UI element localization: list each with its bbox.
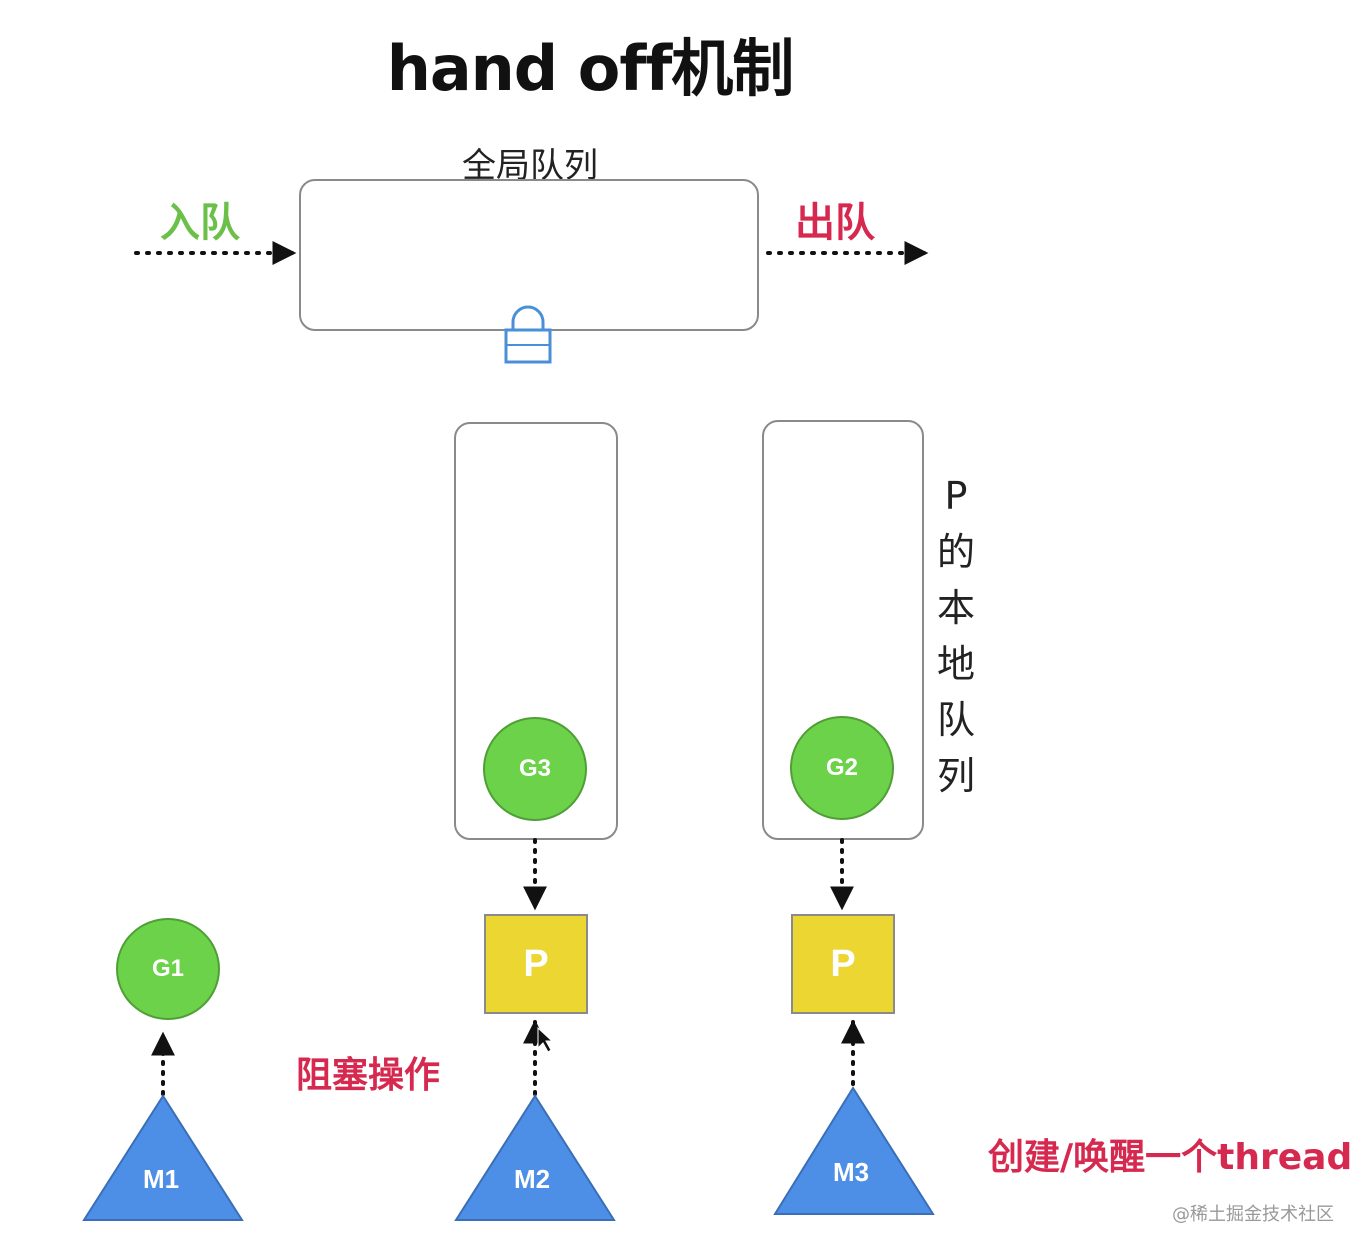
- cursor-icon: [537, 1026, 554, 1053]
- dequeue-label: 出队: [795, 200, 875, 246]
- local-queue-label-char: 队: [936, 698, 975, 742]
- blocking-annotation: 阻塞操作: [296, 1055, 441, 1096]
- thread-m2-label: M2: [514, 1164, 551, 1194]
- thread-m3-label: M3: [833, 1157, 870, 1187]
- local-queue-label-char: 本: [936, 586, 975, 630]
- diagram-title: hand off机制: [386, 32, 795, 105]
- local-queue-label-char: 的: [936, 530, 975, 574]
- goroutine-g1: G1: [116, 918, 220, 1020]
- goroutine-g2: G2: [790, 716, 894, 820]
- local-queue-label-char: P: [944, 474, 968, 518]
- goroutine-g3: G3: [483, 717, 587, 821]
- lock-icon: [504, 305, 552, 364]
- thread-m1-label: M1: [143, 1164, 180, 1194]
- thread-m3-shape: [773, 1086, 935, 1215]
- create-thread-annotation: 创建/唤醒一个thread: [988, 1137, 1353, 1178]
- local-queue-label-char: 列: [936, 754, 975, 798]
- local-queue-label-char: 地: [936, 642, 975, 686]
- local-queue-label: P 的 本 地 队 列: [928, 468, 984, 804]
- thread-m2-shape: [454, 1094, 616, 1221]
- processor-p-left: P: [484, 914, 588, 1014]
- thread-m1-shape: [82, 1094, 244, 1221]
- watermark: @稀土掘金技术社区: [1172, 1204, 1334, 1225]
- enqueue-label: 入队: [160, 200, 240, 246]
- processor-p-right: P: [791, 914, 895, 1014]
